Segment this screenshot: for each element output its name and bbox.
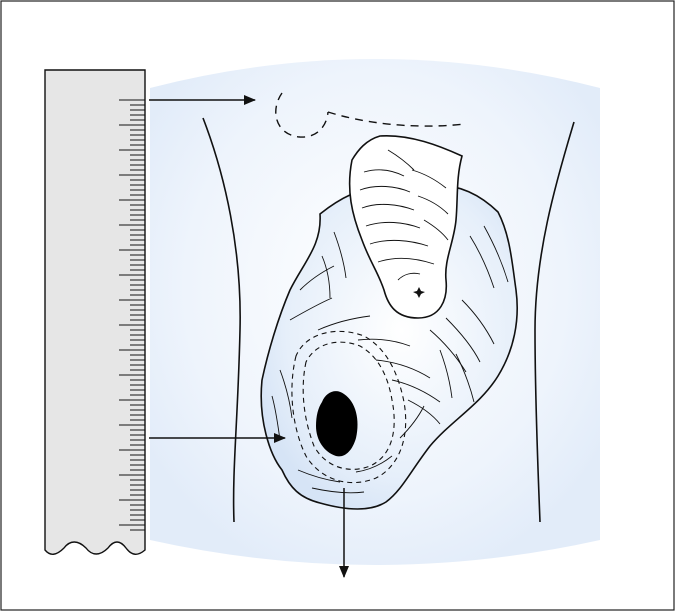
measuring-ruler — [45, 70, 145, 554]
